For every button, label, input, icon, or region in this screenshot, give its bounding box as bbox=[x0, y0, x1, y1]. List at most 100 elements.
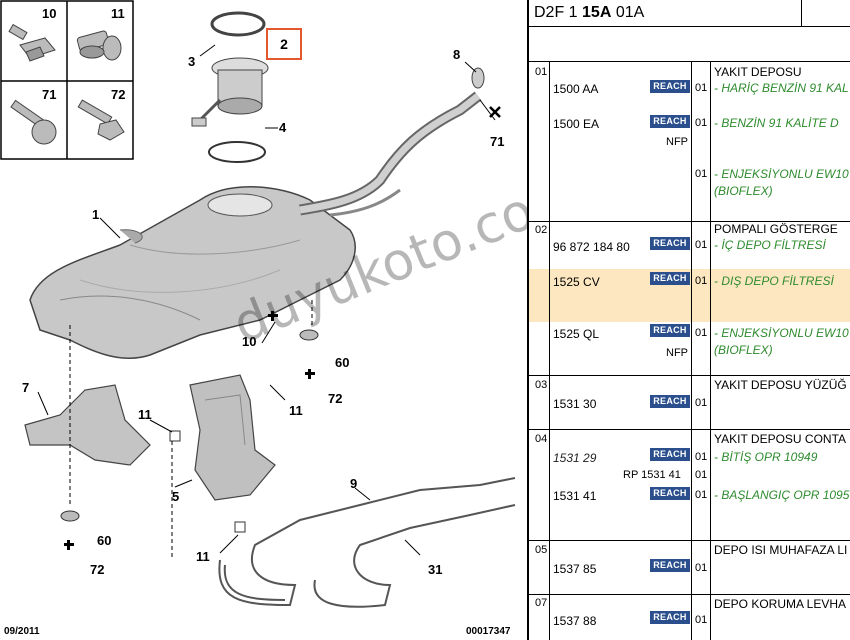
callout-11c[interactable]: 11 bbox=[196, 549, 210, 564]
part-desc: - ENJEKSİYONLU EW10 bbox=[714, 326, 849, 340]
reach-badge: REACH bbox=[650, 324, 690, 337]
callout-10[interactable]: 10 bbox=[242, 334, 257, 349]
group-number: 01 bbox=[535, 66, 548, 78]
nfp-label: NFP bbox=[666, 347, 688, 359]
callout-3[interactable]: 3 bbox=[188, 54, 196, 69]
bolt-10-icon bbox=[8, 23, 56, 62]
callout-8[interactable]: 8 bbox=[453, 47, 461, 62]
fuel-pump-gauge bbox=[191, 57, 269, 127]
nfp-label: NFP bbox=[666, 136, 688, 148]
part-desc: - DIŞ DEPO FİLTRESİ bbox=[714, 274, 834, 288]
part-desc: - BAŞLANGIÇ OPR 1095 bbox=[714, 488, 850, 502]
fuel-tank bbox=[29, 186, 356, 359]
reach-badge: REACH bbox=[650, 272, 690, 285]
selected-part-callout[interactable]: 2 bbox=[266, 28, 302, 60]
parts-list-panel: D2F 1 15A 01A 01 YAKIT DEPOSU 1500 AA RE… bbox=[527, 0, 850, 640]
part-desc: - HARİÇ BENZİN 91 KAL bbox=[714, 81, 849, 95]
clips bbox=[60, 329, 319, 533]
group-number: 04 bbox=[535, 433, 548, 445]
leader-lines bbox=[37, 44, 496, 560]
callout-11a[interactable]: 11 bbox=[289, 403, 303, 418]
part-qty: 01 bbox=[695, 614, 708, 626]
part-ref[interactable]: 1525 CV bbox=[553, 275, 600, 289]
panel-header: D2F 1 15A 01A bbox=[529, 0, 850, 27]
lock-ring bbox=[210, 11, 266, 37]
callout-5[interactable]: 5 bbox=[172, 489, 180, 504]
part-ref[interactable]: 1531 41 bbox=[553, 489, 597, 503]
reach-badge: REACH bbox=[650, 80, 690, 93]
part-ref[interactable]: 1531 29 bbox=[553, 451, 597, 465]
part-desc: - İÇ DEPO FİLTRESİ bbox=[714, 238, 826, 252]
callout-1[interactable]: 1 bbox=[92, 207, 100, 222]
part-ref[interactable]: 1500 AA bbox=[553, 82, 599, 96]
reach-badge: REACH bbox=[650, 115, 690, 128]
bolt-11-icon bbox=[76, 30, 122, 61]
part-qty: 01 bbox=[695, 562, 708, 574]
catalog-code-suffix: 01A bbox=[611, 4, 645, 21]
group-number: 05 bbox=[535, 544, 548, 556]
diagram-drawing bbox=[0, 0, 516, 608]
fuel-lines bbox=[218, 477, 516, 608]
group-title: POMPALI GÖSTERGE bbox=[714, 222, 838, 236]
box-label-11: 11 bbox=[111, 6, 125, 21]
box-label-10: 10 bbox=[42, 6, 57, 21]
footer-date: 09/2011 bbox=[4, 626, 40, 637]
catalog-code-prefix: D2F 1 bbox=[534, 4, 583, 21]
callout-11b[interactable]: 11 bbox=[138, 407, 152, 422]
callout-60a[interactable]: 60 bbox=[335, 355, 350, 370]
group-number: 07 bbox=[535, 597, 548, 609]
reach-badge: REACH bbox=[650, 611, 690, 624]
part-ref[interactable]: 1525 QL bbox=[553, 327, 600, 341]
reach-badge: REACH bbox=[650, 395, 690, 408]
reach-badge: REACH bbox=[650, 237, 690, 250]
box-label-72: 72 bbox=[111, 87, 126, 102]
callout-7[interactable]: 7 bbox=[22, 380, 30, 395]
box-label-71: 71 bbox=[42, 87, 57, 102]
callout-4[interactable]: 4 bbox=[279, 120, 287, 135]
part-qty: 01 bbox=[695, 117, 708, 129]
part-qty: 01 bbox=[695, 327, 708, 339]
part-qty: 01 bbox=[695, 239, 708, 251]
bolt-72-icon bbox=[77, 99, 125, 141]
part-desc: (BIOFLEX) bbox=[714, 343, 773, 357]
part-desc: - BİTİŞ OPR 10949 bbox=[714, 450, 818, 464]
tank-seal bbox=[208, 141, 266, 163]
part-ref[interactable]: 1531 30 bbox=[553, 397, 597, 411]
bolt-71-icon bbox=[10, 99, 57, 145]
part-desc: - ENJEKSİYONLU EW10 bbox=[714, 167, 849, 181]
part-ref[interactable]: 1537 85 bbox=[553, 562, 597, 576]
reach-badge: REACH bbox=[650, 448, 690, 461]
catalog-code-bold: 15A bbox=[582, 4, 612, 21]
part-qty: 01 bbox=[695, 82, 708, 94]
panel-blank-row bbox=[529, 27, 850, 62]
callout-9[interactable]: 9 bbox=[350, 476, 358, 491]
callout-60b[interactable]: 60 bbox=[97, 533, 112, 548]
part-qty: 01 bbox=[695, 275, 708, 287]
tank-guard bbox=[24, 384, 151, 466]
callout-71[interactable]: 71 bbox=[490, 134, 505, 149]
replacement-ref: RP 1531 41 bbox=[623, 469, 681, 481]
part-ref[interactable]: 1500 EA bbox=[553, 117, 600, 131]
group-title: DEPO ISI MUHAFAZA LI bbox=[714, 543, 848, 557]
part-ref[interactable]: 1537 88 bbox=[553, 614, 597, 628]
callout-2: 2 bbox=[280, 36, 288, 52]
catalog-code: D2F 1 15A 01A bbox=[534, 4, 644, 22]
heat-shield bbox=[189, 374, 276, 501]
part-qty: 01 bbox=[695, 469, 708, 481]
part-qty: 01 bbox=[695, 397, 708, 409]
group-title: YAKIT DEPOSU YÜZÜĞ bbox=[714, 378, 847, 392]
filler-pipe bbox=[299, 67, 485, 217]
markers bbox=[64, 106, 501, 550]
footer-code: 00017347 bbox=[466, 626, 511, 637]
group-title: DEPO KORUMA LEVHA bbox=[714, 597, 847, 611]
reach-badge: REACH bbox=[650, 487, 690, 500]
callout-72b[interactable]: 72 bbox=[90, 562, 105, 577]
part-ref[interactable]: 96 872 184 80 bbox=[553, 240, 630, 254]
part-qty: 01 bbox=[695, 168, 708, 180]
part-desc: - BENZİN 91 KALİTE D bbox=[714, 116, 839, 130]
callout-31[interactable]: 31 bbox=[428, 562, 443, 577]
group-number: 02 bbox=[535, 224, 548, 236]
exploded-parts-diagram: 10 11 71 72 2 3 4 1 8 71 10 60 72 11 7 1… bbox=[0, 0, 590, 637]
callout-72a[interactable]: 72 bbox=[328, 391, 343, 406]
group-number: 03 bbox=[535, 379, 548, 391]
